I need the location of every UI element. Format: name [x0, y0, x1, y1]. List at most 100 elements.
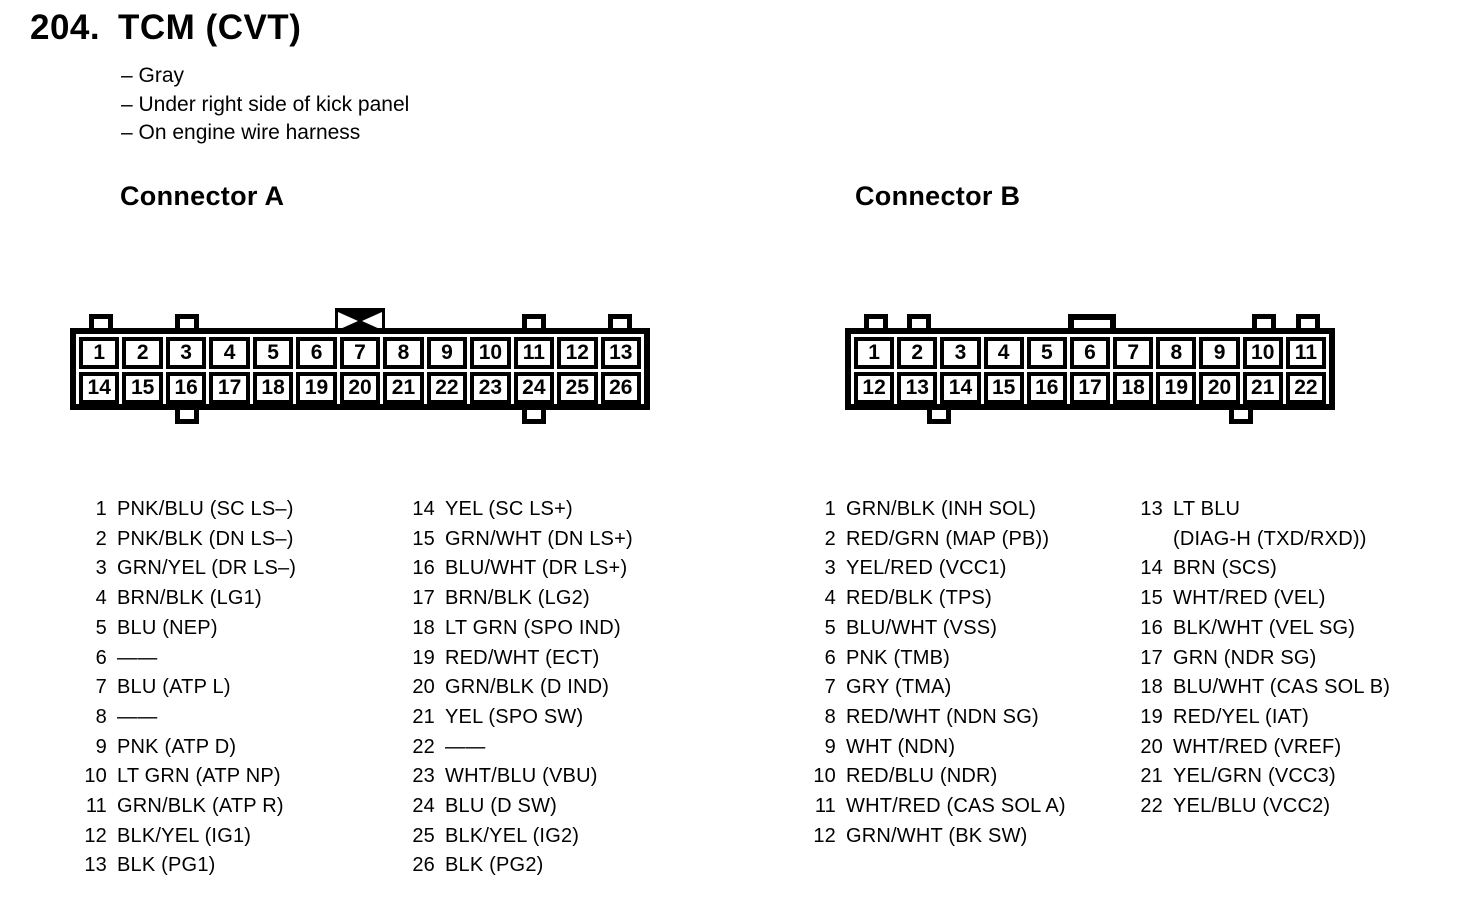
pin-cell: 1	[79, 337, 120, 369]
pin-list-row: 22 ——	[409, 733, 633, 763]
pin-wire-label: GRN/WHT (BK SW)	[846, 824, 1028, 847]
pin-wire-label: RED/WHT (NDN SG)	[846, 705, 1039, 728]
pin-number: 13	[84, 854, 107, 877]
pin-number: 15	[1140, 587, 1163, 610]
connector-a-pin-list-right: 14 YEL (SC LS+) 15 GRN/WHT (DN LS+) 16 B…	[409, 495, 633, 881]
pin-list-row: 1 GRN/BLK (INH SOL)	[810, 495, 1066, 525]
pin-number: 7	[824, 676, 836, 699]
pin-number: 9	[824, 735, 836, 758]
pin-cell: 20	[339, 372, 381, 404]
pin-number: 24	[412, 795, 435, 818]
connector-b-pin-list-right: 13 LT BLU (DIAG-H (TXD/RXD)) 14 BRN (SCS…	[1137, 495, 1390, 822]
pin-wire-label: YEL/BLU (VCC2)	[1173, 795, 1331, 818]
pin-wire-label: ——	[445, 735, 486, 758]
pin-cell: 1	[854, 337, 895, 369]
pin-cell: 10	[470, 337, 511, 369]
pin-wire-label: PNK/BLK (DN LS–)	[117, 527, 294, 550]
pin-number: 1	[95, 498, 107, 520]
pin-wire-label: BRN/BLK (LG2)	[445, 587, 590, 610]
pin-list-row: 8 RED/WHT (NDN SG)	[810, 703, 1066, 733]
pin-cell: 6	[296, 337, 337, 369]
pin-number: 19	[412, 646, 435, 669]
pin-wire-label: BRN/BLK (LG1)	[117, 587, 262, 610]
pin-wire-label: LT GRN (SPO IND)	[445, 616, 621, 639]
pin-list-row: 12 GRN/WHT (BK SW)	[810, 822, 1066, 852]
pin-wire-label: BLK/WHT (VEL SG)	[1173, 616, 1356, 639]
pin-number: 14	[1140, 557, 1163, 580]
pin-cell: 23	[470, 372, 511, 404]
pin-wire-label: ——	[117, 705, 158, 728]
pin-cell: 16	[1026, 372, 1067, 404]
connector-a-heading: Connector A	[120, 181, 285, 211]
pin-wire-label: BLK (PG1)	[117, 854, 216, 877]
pin-list-row: 5 BLU (NEP)	[81, 614, 296, 644]
pin-number: 10	[813, 765, 836, 788]
pin-number: 2	[95, 527, 107, 550]
pin-list-row: 24 BLU (D SW)	[409, 792, 633, 822]
pin-list-row: 26 BLK (PG2)	[409, 851, 633, 881]
pin-number: 15	[412, 527, 435, 550]
pin-cell: 17	[1069, 372, 1111, 404]
pin-cell: 14	[940, 372, 981, 404]
pin-list-row: 3 GRN/YEL (DR LS–)	[81, 554, 296, 584]
pin-wire-label: PNK (TMB)	[846, 646, 951, 669]
pin-wire-label: RED/YEL (IAT)	[1173, 705, 1309, 728]
pin-list-row: 6 PNK (TMB)	[810, 644, 1066, 674]
pin-cell: 20	[1199, 372, 1240, 404]
pin-list-row: 18 LT GRN (SPO IND)	[409, 614, 633, 644]
pin-number: 11	[814, 795, 836, 818]
pin-list-row: 2 PNK/BLK (DN LS–)	[81, 525, 296, 555]
pin-cell: 2	[897, 337, 938, 369]
pin-list-row: 20 WHT/RED (VREF)	[1137, 733, 1390, 763]
pin-number: 1	[824, 498, 836, 520]
notes-list: – Gray– Under right side of kick panel– …	[121, 62, 409, 148]
pin-list-row: 14 YEL (SC LS+)	[409, 495, 633, 525]
pin-cell: 26	[600, 372, 641, 404]
pin-wire-label: PNK (ATP D)	[117, 735, 237, 758]
pin-list-row: 19 RED/WHT (ECT)	[409, 644, 633, 674]
pin-list-row: 21 YEL/GRN (VCC3)	[1137, 762, 1390, 792]
pin-wire-label: WHT (NDN)	[846, 735, 956, 758]
pin-wire-label: BLU (ATP L)	[117, 676, 231, 699]
pin-wire-label: RED/BLU (NDR)	[846, 765, 998, 788]
pin-list-row: 23 WHT/BLU (VBU)	[409, 762, 633, 792]
pin-cell: 2	[122, 337, 163, 369]
pin-cell: 18	[252, 372, 294, 404]
pin-wire-label: YEL/RED (VCC1)	[846, 557, 1007, 580]
pin-cell: 15	[122, 372, 163, 404]
pin-cell: 7	[339, 337, 381, 369]
pin-number: 3	[95, 557, 107, 580]
section-number: 204.	[30, 8, 101, 47]
pin-list-row: 10 RED/BLU (NDR)	[810, 762, 1066, 792]
pin-wire-label: GRN/YEL (DR LS–)	[117, 557, 297, 580]
pin-cell: 12	[557, 337, 598, 369]
pin-list-row: 16 BLU/WHT (DR LS+)	[409, 554, 633, 584]
pin-wire-label: RED/WHT (ECT)	[445, 646, 600, 669]
pin-cell: 24	[513, 372, 555, 404]
pin-wire-label: YEL/GRN (VCC3)	[1173, 765, 1336, 788]
pin-cell: 5	[1026, 337, 1067, 369]
pin-number: 5	[95, 616, 107, 639]
pin-cell: 9	[1199, 337, 1240, 369]
pin-list-row: 15 GRN/WHT (DN LS+)	[409, 525, 633, 555]
pin-number: 17	[1140, 646, 1163, 669]
pin-list-row: 2 RED/GRN (MAP (PB))	[810, 525, 1066, 555]
pin-wire-label: BLU/WHT (CAS SOL B)	[1173, 676, 1391, 699]
pin-cell: 16	[165, 372, 207, 404]
pin-wire-label: LT GRN (ATP NP)	[117, 765, 281, 788]
pin-number: 22	[412, 735, 435, 758]
pin-cell: 21	[1242, 372, 1283, 404]
pin-list-row: 5 BLU/WHT (VSS)	[810, 614, 1066, 644]
pin-cell: 22	[426, 372, 468, 404]
pin-wire-label: WHT/RED (VREF)	[1173, 735, 1342, 758]
pin-wire-label: RED/GRN (MAP (PB))	[846, 527, 1050, 550]
pin-cell: 11	[513, 337, 555, 369]
pin-wire-label: BRN (SCS)	[1173, 557, 1278, 580]
